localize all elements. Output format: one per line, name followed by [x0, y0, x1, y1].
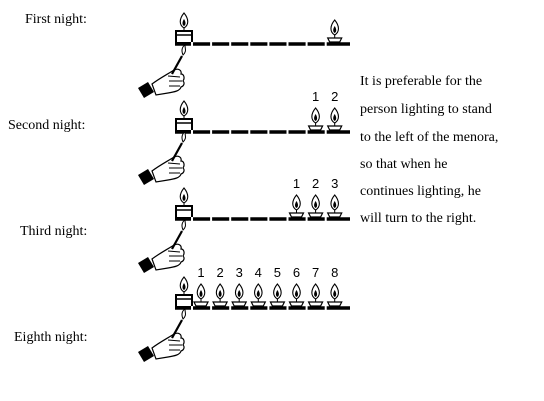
candle-number-label: 4: [255, 265, 262, 280]
hand-holding-candle-icon: [138, 131, 186, 185]
note-line-1: It is preferable for the: [360, 74, 483, 89]
shamash-candle-icon: [175, 12, 193, 44]
candle-icon: [326, 19, 343, 43]
candle-flame-icon: [234, 283, 244, 302]
hand-holding-candle-icon: [138, 219, 186, 273]
candle-flame-icon: [330, 107, 339, 126]
candle-number-label: 2: [312, 176, 319, 191]
candle-icon: [193, 283, 209, 307]
candle-icon: [250, 283, 267, 307]
candle-flame-icon: [179, 100, 189, 119]
shamash-candle-icon: [175, 100, 193, 132]
candle-flame-icon: [311, 107, 320, 126]
candle-icon: [212, 283, 229, 307]
candle-number-label: 2: [331, 89, 338, 104]
shamash-candle-icon: [175, 276, 193, 308]
candle-number-label: 1: [312, 89, 319, 104]
candle-icon: [307, 194, 324, 218]
candle-flame-icon: [215, 283, 225, 302]
candle-flame-icon: [330, 19, 339, 38]
candle-flame-icon: [292, 283, 301, 302]
note-line-6: will turn to the right.: [360, 211, 477, 226]
first-night-label: First night:: [25, 12, 87, 27]
candle-icon: [326, 194, 343, 218]
third-night-label: Third night:: [20, 224, 88, 239]
note-line-5: continues lighting, he: [360, 184, 481, 199]
candle-number-label: 6: [293, 265, 300, 280]
candle-icon: [307, 283, 324, 307]
note-line-3: to the left of the menora,: [360, 130, 499, 145]
note-line-2: person lighting to stand: [360, 102, 492, 117]
candle-number-label: 5: [274, 265, 281, 280]
shamash-candle-icon: [175, 187, 193, 219]
candle-number-label: 7: [312, 265, 319, 280]
hand-holding-candle-icon: [138, 308, 186, 362]
candle-icon: [307, 107, 324, 131]
candle-flame-icon: [196, 283, 206, 302]
candle-number-label: 3: [236, 265, 243, 280]
candle-flame-icon: [330, 283, 339, 302]
candle-flame-icon: [179, 187, 189, 206]
note-line-4: so that when he: [360, 157, 448, 172]
candle-icon: [269, 283, 286, 307]
candle-flame-icon: [179, 12, 189, 31]
candle-flame-icon: [179, 276, 189, 295]
candle-number-label: 1: [197, 265, 204, 280]
candle-flame-icon: [273, 283, 282, 302]
candle-icon: [326, 107, 343, 131]
candle-icon: [288, 194, 305, 218]
candle-icon: [326, 283, 343, 307]
second-night-label: Second night:: [8, 118, 86, 133]
candle-flame-icon: [330, 194, 339, 213]
candle-flame-icon: [311, 194, 320, 213]
candle-flame-icon: [254, 283, 263, 302]
candle-number-label: 2: [216, 265, 223, 280]
menorah-icon: [175, 12, 350, 46]
candle-flame-icon: [311, 283, 320, 302]
candle-number-label: 1: [293, 176, 300, 191]
hand-holding-candle-icon: [138, 44, 186, 98]
candle-number-label: 8: [331, 265, 338, 280]
candle-number-label: 3: [331, 176, 338, 191]
eighth-night-label: Eighth night:: [14, 330, 88, 345]
candle-flame-icon: [292, 194, 301, 213]
candle-icon: [231, 283, 248, 307]
candle-icon: [288, 283, 305, 307]
